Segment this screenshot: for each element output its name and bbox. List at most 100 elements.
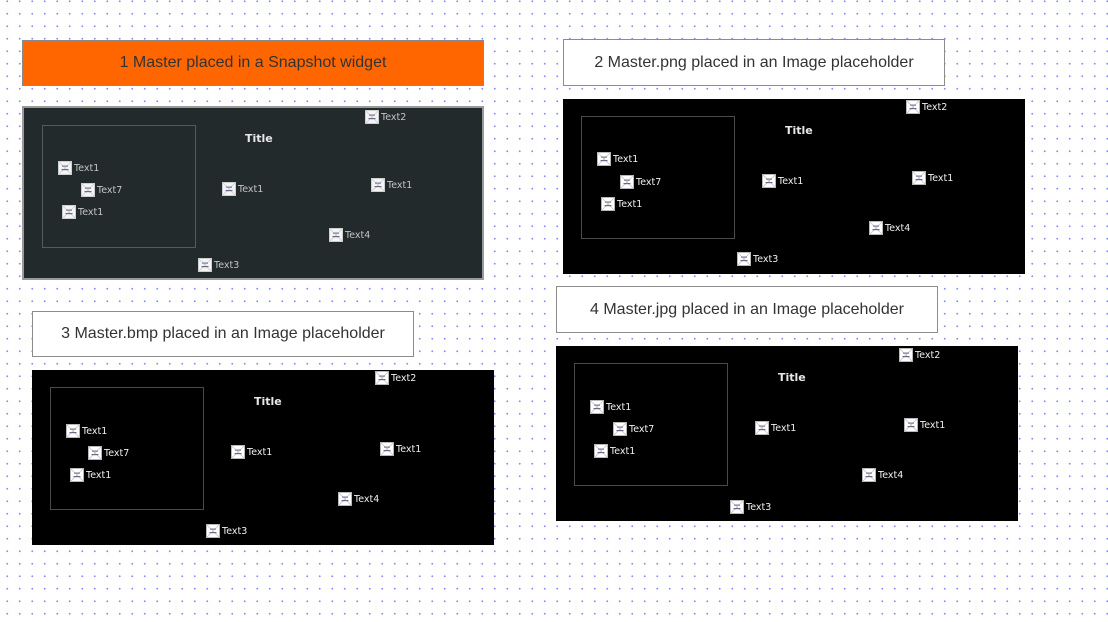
text-item[interactable]: Text7 <box>620 175 661 189</box>
image-placeholder-png[interactable]: Title Text1 Text7 Text1 Text1 Text1 Text… <box>563 99 1025 274</box>
image-placeholder-icon <box>58 161 72 175</box>
text-item[interactable]: Text1 <box>371 178 412 192</box>
text-item[interactable]: Text1 <box>66 424 107 438</box>
image-placeholder-icon <box>222 182 236 196</box>
text-item[interactable]: Text3 <box>198 258 239 272</box>
text-item[interactable]: Text1 <box>222 182 263 196</box>
text-label: Text3 <box>753 253 779 265</box>
image-placeholder-icon <box>755 421 769 435</box>
text-item[interactable]: Text4 <box>862 468 903 482</box>
image-placeholder-icon <box>198 258 212 272</box>
image-placeholder-icon <box>338 492 352 506</box>
text-label: Text1 <box>82 425 108 437</box>
inner-frame <box>581 116 735 239</box>
caption-jpg-placeholder[interactable]: 4 Master.jpg placed in an Image placehol… <box>556 286 938 333</box>
image-placeholder-icon <box>206 524 220 538</box>
image-placeholder-bmp[interactable]: Title Text1 Text7 Text1 Text1 Text1 Text… <box>32 370 494 545</box>
text-item[interactable]: Text7 <box>613 422 654 436</box>
text-item[interactable]: Text3 <box>206 524 247 538</box>
image-placeholder-icon <box>70 468 84 482</box>
text-item[interactable]: Text3 <box>730 500 771 514</box>
image-placeholder-icon <box>862 468 876 482</box>
text-item[interactable]: Text1 <box>597 152 638 166</box>
text-item[interactable]: Text1 <box>62 205 103 219</box>
snapshot-widget[interactable]: Title Text1 Text7 Text1 Text1 Text1 Text… <box>22 106 484 280</box>
caption-snapshot-widget[interactable]: 1 Master placed in a Snapshot widget <box>22 40 484 86</box>
text-item[interactable]: Text1 <box>594 444 635 458</box>
text-item[interactable]: Text1 <box>762 174 803 188</box>
text-label: Text1 <box>778 175 804 187</box>
text-item[interactable]: Text1 <box>912 171 953 185</box>
text-item[interactable]: Text1 <box>231 445 272 459</box>
text-label: Text4 <box>885 222 911 234</box>
text-label: Text3 <box>214 259 240 271</box>
panel-title: Title <box>254 395 282 408</box>
caption-bmp-placeholder[interactable]: 3 Master.bmp placed in an Image placehol… <box>32 311 414 357</box>
text-item[interactable]: Text7 <box>88 446 129 460</box>
text-item[interactable]: Text1 <box>904 418 945 432</box>
inner-frame <box>42 125 196 248</box>
text-item[interactable]: Text3 <box>737 252 778 266</box>
text-item[interactable]: Text2 <box>899 348 940 362</box>
text-label: Text7 <box>97 184 123 196</box>
inner-frame <box>574 363 728 486</box>
text-item[interactable]: Text1 <box>380 442 421 456</box>
image-placeholder-icon <box>762 174 776 188</box>
text-label: Text7 <box>636 176 662 188</box>
text-label: Text4 <box>878 469 904 481</box>
image-placeholder-icon <box>906 100 920 114</box>
text-item[interactable]: Text1 <box>755 421 796 435</box>
text-label: Text4 <box>345 229 371 241</box>
image-placeholder-icon <box>88 446 102 460</box>
caption-text: 3 Master.bmp placed in an Image placehol… <box>61 325 385 342</box>
text-label: Text1 <box>606 401 632 413</box>
text-item[interactable]: Text4 <box>329 228 370 242</box>
text-item[interactable]: Text2 <box>906 100 947 114</box>
image-placeholder-icon <box>597 152 611 166</box>
image-placeholder-icon <box>601 197 615 211</box>
text-label: Text7 <box>104 447 130 459</box>
text-item[interactable]: Text1 <box>601 197 642 211</box>
text-label: Text2 <box>922 101 948 113</box>
text-label: Text1 <box>771 422 797 434</box>
text-label: Text2 <box>381 111 407 123</box>
text-item[interactable]: Text7 <box>81 183 122 197</box>
text-label: Text2 <box>915 349 941 361</box>
image-placeholder-icon <box>730 500 744 514</box>
text-item[interactable]: Text4 <box>338 492 379 506</box>
text-label: Text3 <box>222 525 248 537</box>
image-placeholder-icon <box>329 228 343 242</box>
text-label: Text1 <box>613 153 639 165</box>
image-placeholder-icon <box>62 205 76 219</box>
text-label: Text7 <box>629 423 655 435</box>
panel-title: Title <box>785 124 813 137</box>
caption-text: 2 Master.png placed in an Image placehol… <box>594 53 914 71</box>
image-placeholder-icon <box>613 422 627 436</box>
text-item[interactable]: Text1 <box>590 400 631 414</box>
text-item[interactable]: Text4 <box>869 221 910 235</box>
text-item[interactable]: Text1 <box>70 468 111 482</box>
image-placeholder-icon <box>590 400 604 414</box>
text-label: Text3 <box>746 501 772 513</box>
text-label: Text1 <box>617 198 643 210</box>
image-placeholder-icon <box>66 424 80 438</box>
text-label: Text1 <box>78 206 104 218</box>
text-label: Text1 <box>396 443 422 455</box>
caption-text: 4 Master.jpg placed in an Image placehol… <box>590 300 904 318</box>
image-placeholder-icon <box>380 442 394 456</box>
image-placeholder-icon <box>81 183 95 197</box>
text-label: Text1 <box>74 162 100 174</box>
panel-title: Title <box>778 371 806 384</box>
text-label: Text1 <box>86 469 112 481</box>
image-placeholder-icon <box>912 171 926 185</box>
image-placeholder-icon <box>365 110 379 124</box>
text-item[interactable]: Text1 <box>58 161 99 175</box>
text-label: Text1 <box>610 445 636 457</box>
image-placeholder-jpg[interactable]: Title Text1 Text7 Text1 Text1 Text1 Text… <box>556 346 1018 521</box>
text-label: Text1 <box>928 172 954 184</box>
text-item[interactable]: Text2 <box>375 371 416 385</box>
inner-frame <box>50 387 204 510</box>
caption-png-placeholder[interactable]: 2 Master.png placed in an Image placehol… <box>563 39 945 86</box>
text-label: Text2 <box>391 372 417 384</box>
text-item[interactable]: Text2 <box>365 110 406 124</box>
